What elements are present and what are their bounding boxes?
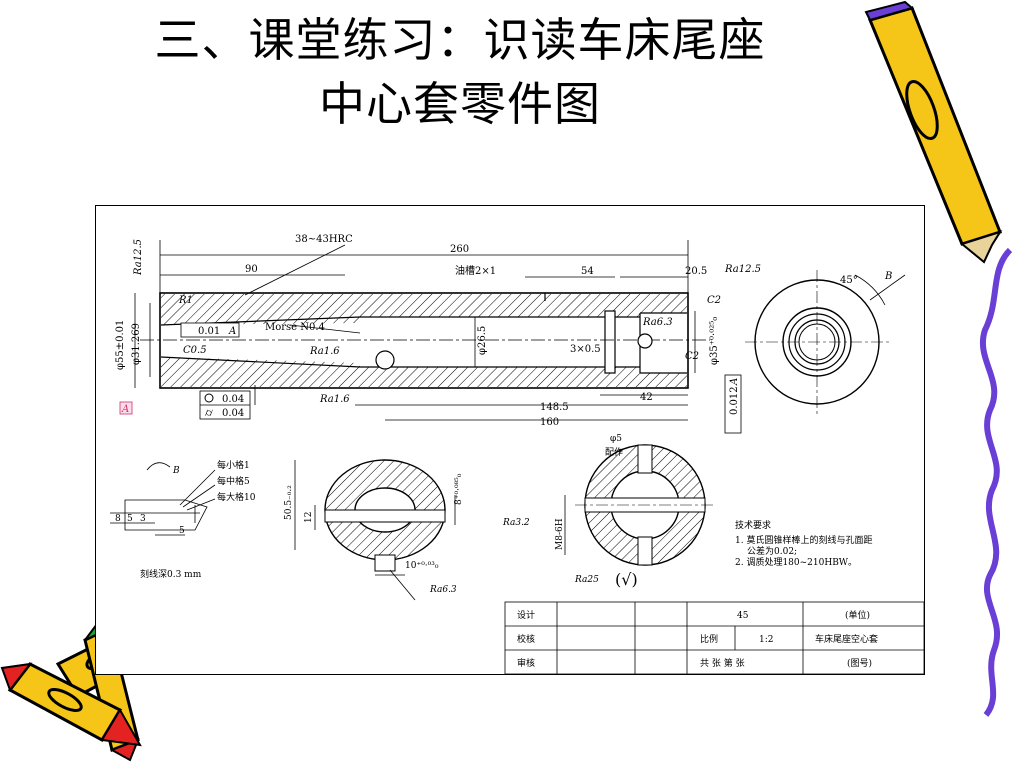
tech-heading: 技术要求 <box>735 519 771 531</box>
ra-6-3-a: Ra6.3 <box>642 317 673 328</box>
dim-160: 160 <box>540 417 559 428</box>
tech-line2: 公差为0.02; <box>747 545 797 557</box>
detail-b-label: B <box>172 466 180 476</box>
dim-hardness: 38~43HRC <box>295 234 353 245</box>
datum-a-marker: A <box>121 404 129 415</box>
detail-b-view <box>110 462 216 536</box>
pencil-icon <box>864 0 1003 264</box>
tol-0-01-datum: A <box>228 326 236 337</box>
dim-c2-mid: C2 <box>685 351 699 362</box>
dim-20-5: 20.5 <box>685 266 707 277</box>
scale-mid: 每中格5 <box>217 475 250 487</box>
dim-phi35: φ35⁺⁰·⁰²⁵₀ <box>709 317 720 365</box>
tb-design: 设计 <box>517 609 535 621</box>
scale-depth: 刻线深0.3 mm <box>140 568 202 580</box>
dim-phi26-5: φ26.5 <box>477 326 488 355</box>
slide-title-line2: 中心套零件图 <box>319 77 601 131</box>
tb-scale-label: 比例 <box>700 633 718 645</box>
tb-unit: (单位) <box>845 609 870 621</box>
ra-1-6-b: Ra1.6 <box>319 394 350 405</box>
dim-c2-top: C2 <box>707 295 721 306</box>
view-b-label: B <box>884 271 892 282</box>
dim-260: 260 <box>450 244 469 255</box>
dim-90: 90 <box>245 264 258 275</box>
dim-12: 12 <box>304 512 314 523</box>
end-view <box>745 270 906 415</box>
dim-c0-5: C0.5 <box>183 345 207 356</box>
ra-3-2: Ra3.2 <box>502 518 530 528</box>
section-view-1 <box>294 459 456 601</box>
note-match-drill: 配作 <box>605 446 623 458</box>
tol-cylindricity: 0.04 <box>222 408 244 419</box>
slide-title-line1: 三、课堂练习：识读车床尾座 <box>154 13 766 67</box>
scale-dim-5a: 5 <box>127 514 133 524</box>
dim-r1: R1 <box>178 295 193 306</box>
tb-sheets: 共 张 第 张 <box>700 657 745 669</box>
dim-148-5: 148.5 <box>540 402 569 413</box>
tb-check: 校核 <box>517 633 535 645</box>
main-view <box>140 292 710 389</box>
dim-54: 54 <box>581 266 594 277</box>
scale-dim-5b: 5 <box>179 526 185 536</box>
tech-notes: 技术要求 1. 莫氏圆锥样棒上的刻线与孔面距 公差为0.02; 2. 调质处理1… <box>574 519 872 589</box>
ra-check: (√) <box>615 570 638 589</box>
tb-drawing-no: (图号) <box>847 658 872 669</box>
cylindricity-symbol: ⌭ <box>205 406 213 419</box>
dim-m8: M8-6H <box>555 518 565 550</box>
crayon-icon <box>0 662 142 747</box>
tol-0-012-datum: A <box>729 378 740 386</box>
dim-10-tol: 10⁺⁰·⁰³₀ <box>405 561 439 571</box>
section-view-2 <box>564 444 715 566</box>
dim-morse: Morse N0.4 <box>265 322 325 333</box>
ra-6-3-b: Ra6.3 <box>429 585 457 595</box>
tb-material: 45 <box>737 611 749 621</box>
scale-dim-8: 8 <box>115 514 121 524</box>
dim-phi5: φ5 <box>610 434 622 444</box>
title-block <box>504 601 925 675</box>
scale-dim-3: 3 <box>140 514 146 524</box>
dim-3x0-5: 3×0.5 <box>570 344 601 355</box>
tb-scale-value: 1:2 <box>759 635 773 645</box>
dim-phi31: φ31.269 <box>131 323 142 365</box>
dim-oil-groove: 油槽2×1 <box>455 264 496 277</box>
tol-circularity: 0.04 <box>222 394 244 405</box>
ra-12-5-left: Ra12.5 <box>133 239 144 276</box>
scale-large: 每大格10 <box>217 491 256 503</box>
tol-0-01: 0.01 <box>198 326 220 337</box>
dim-phi55: φ55±0.01 <box>115 320 126 370</box>
tol-0-012: 0.012 <box>729 386 740 415</box>
dim-8-tol: 8⁺⁰·⁰⁸⁵₀ <box>454 473 464 505</box>
squiggle-decoration <box>980 247 1013 717</box>
part-drawing: 38~43HRC 260 90 油槽2×1 54 20.5 Ra12.5 Ra1… <box>95 205 925 675</box>
dimension-lines <box>134 240 696 421</box>
tech-line1: 1. 莫氏圆锥样棒上的刻线与孔面距 <box>735 534 872 546</box>
tb-part-name: 车床尾座空心套 <box>815 633 878 645</box>
tech-line3: 2. 调质处理180~210HBW。 <box>735 556 857 568</box>
ra-1-6-a: Ra1.6 <box>309 346 340 357</box>
drawing-frame <box>95 205 925 675</box>
tb-review: 审核 <box>517 657 535 669</box>
dim-45-deg: 45° <box>840 275 858 286</box>
dim-50-5: 50.5₋₀.₂ <box>284 485 294 520</box>
ra-12-5-right: Ra12.5 <box>724 264 761 275</box>
ra-25: Ra25 <box>574 575 599 585</box>
dim-42: 42 <box>640 392 653 403</box>
scale-small: 每小格1 <box>217 459 250 471</box>
